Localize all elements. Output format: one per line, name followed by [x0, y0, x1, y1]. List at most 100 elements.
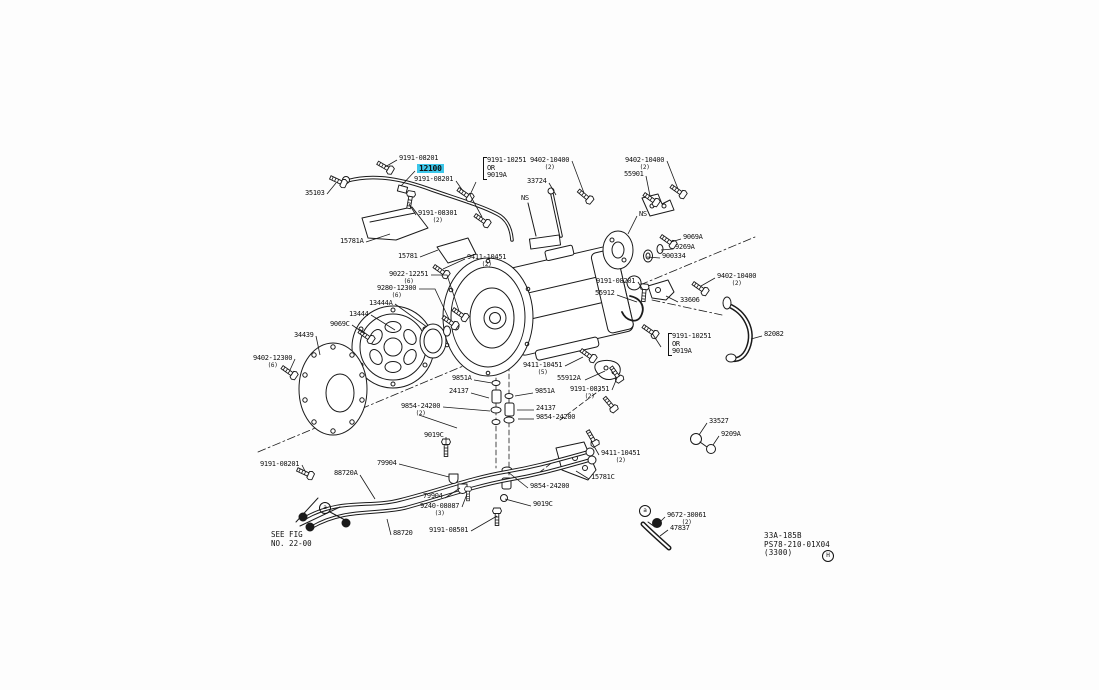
leader-line	[289, 358, 296, 371]
leader-line	[455, 180, 464, 192]
part-label: 9411-10451(5)	[523, 361, 563, 376]
part-label: 9854-24200	[530, 482, 570, 490]
leader-line	[370, 314, 396, 331]
see-fig-note: SEE FIG NO. 22-00	[271, 530, 312, 548]
leader-line	[659, 529, 669, 537]
leader-line	[504, 498, 532, 507]
part-label: 9411-10451(2)	[467, 253, 507, 268]
part-label: 9854-24200	[536, 413, 576, 421]
leader-line	[700, 277, 716, 287]
level-gauge-tube	[342, 175, 563, 250]
leader-line	[575, 470, 590, 480]
part-label: 15781C	[591, 473, 615, 481]
part-label: 24137	[536, 404, 556, 412]
leader-line	[461, 493, 468, 508]
part-label: 88720	[393, 529, 413, 537]
leader-line	[419, 288, 450, 320]
leader-line	[616, 294, 638, 303]
part-label: 88720A	[334, 469, 358, 477]
hose-47837	[640, 518, 672, 551]
leader-line	[670, 238, 682, 243]
leader-line	[590, 440, 600, 456]
ref-mark-a: a	[319, 502, 331, 514]
leader-line	[400, 170, 416, 187]
part-label: 33606	[680, 296, 700, 304]
ref-mark-a: a	[639, 505, 651, 517]
leader-line	[444, 487, 461, 499]
leader-line	[408, 203, 417, 216]
leader-line	[431, 274, 460, 312]
leader-line	[365, 233, 391, 243]
hose-82082	[722, 296, 753, 363]
part-label: 13444	[349, 310, 369, 318]
leader-line	[315, 335, 321, 356]
part-label: 33724	[527, 177, 547, 185]
part-label: 33527	[709, 417, 729, 425]
figure-code: 33A-185B	[764, 531, 802, 540]
part-label: 13444A	[369, 299, 393, 307]
ns-label: NS	[639, 210, 647, 218]
part-label: 9672-30061(2)	[667, 511, 707, 526]
ref-mark-h: H	[822, 550, 834, 562]
brackets	[361, 206, 675, 481]
leader-line	[351, 324, 366, 335]
leader-line	[386, 518, 392, 536]
part-label: 9402-10400(2)	[530, 156, 570, 171]
leader-line	[712, 435, 720, 446]
leader-line	[651, 332, 662, 348]
part-label: 55912A	[557, 374, 581, 382]
part-label: 15781	[398, 252, 418, 260]
leader-line	[418, 414, 458, 429]
leader-line	[564, 356, 584, 367]
figure-subcode: PS78-210-01X04	[764, 539, 831, 549]
part-label: 9019C	[424, 431, 444, 439]
leader-line	[473, 379, 493, 384]
leader-line	[645, 175, 651, 197]
leader-line	[470, 515, 498, 532]
leader-line	[627, 215, 638, 235]
part-label-highlighted[interactable]: 12100	[417, 164, 444, 173]
leader-line	[514, 392, 534, 397]
part-label: 24137	[449, 387, 469, 395]
part-label: 9402-10400(2)	[625, 156, 665, 171]
adapter-plate	[298, 342, 368, 436]
leader-line	[698, 422, 708, 436]
part-label: 9191-08301(2)	[418, 209, 458, 224]
leader-line	[646, 256, 661, 259]
see-fig-line1: SEE FIG	[271, 530, 303, 539]
leader-line	[326, 182, 337, 195]
part-label: 9191-08351(2)	[570, 385, 610, 400]
part-label: 9851A	[535, 387, 555, 395]
part-label: 900334	[662, 252, 686, 260]
leader-line	[660, 248, 674, 251]
part-label: 79904	[377, 459, 397, 467]
figure-code-block: 33A-185B PS78-210-01X04 (3300)	[764, 531, 831, 558]
leader-line	[665, 295, 679, 303]
leader-line	[419, 249, 439, 258]
ns-label: NS	[521, 194, 529, 202]
part-label: 82082	[764, 330, 784, 338]
part-label: 9191-08201	[399, 154, 439, 162]
part-label: 9402-10400(2)	[717, 272, 757, 287]
leader-line	[442, 258, 466, 270]
part-label: 9402-12300(6)	[253, 354, 293, 369]
part-label: 9854-24200(2)	[401, 402, 441, 417]
part-label: 9069A	[683, 233, 703, 241]
leader-line	[442, 406, 491, 412]
figure-note: (3300)	[764, 548, 793, 557]
part-label: 9191-08501	[429, 526, 469, 534]
leader-line	[359, 474, 376, 500]
leader-line	[469, 181, 483, 218]
part-label: 9069C	[330, 320, 350, 328]
leader-line	[571, 160, 585, 194]
leader-line	[750, 335, 763, 340]
part-label: 55901	[624, 170, 644, 178]
part-label: 34439	[294, 331, 314, 339]
part-label: 9240-08087(3)	[420, 502, 460, 517]
part-label: 35103	[305, 189, 325, 197]
leader-line	[301, 464, 306, 472]
leader-line	[584, 370, 606, 381]
leader-line	[658, 516, 666, 524]
